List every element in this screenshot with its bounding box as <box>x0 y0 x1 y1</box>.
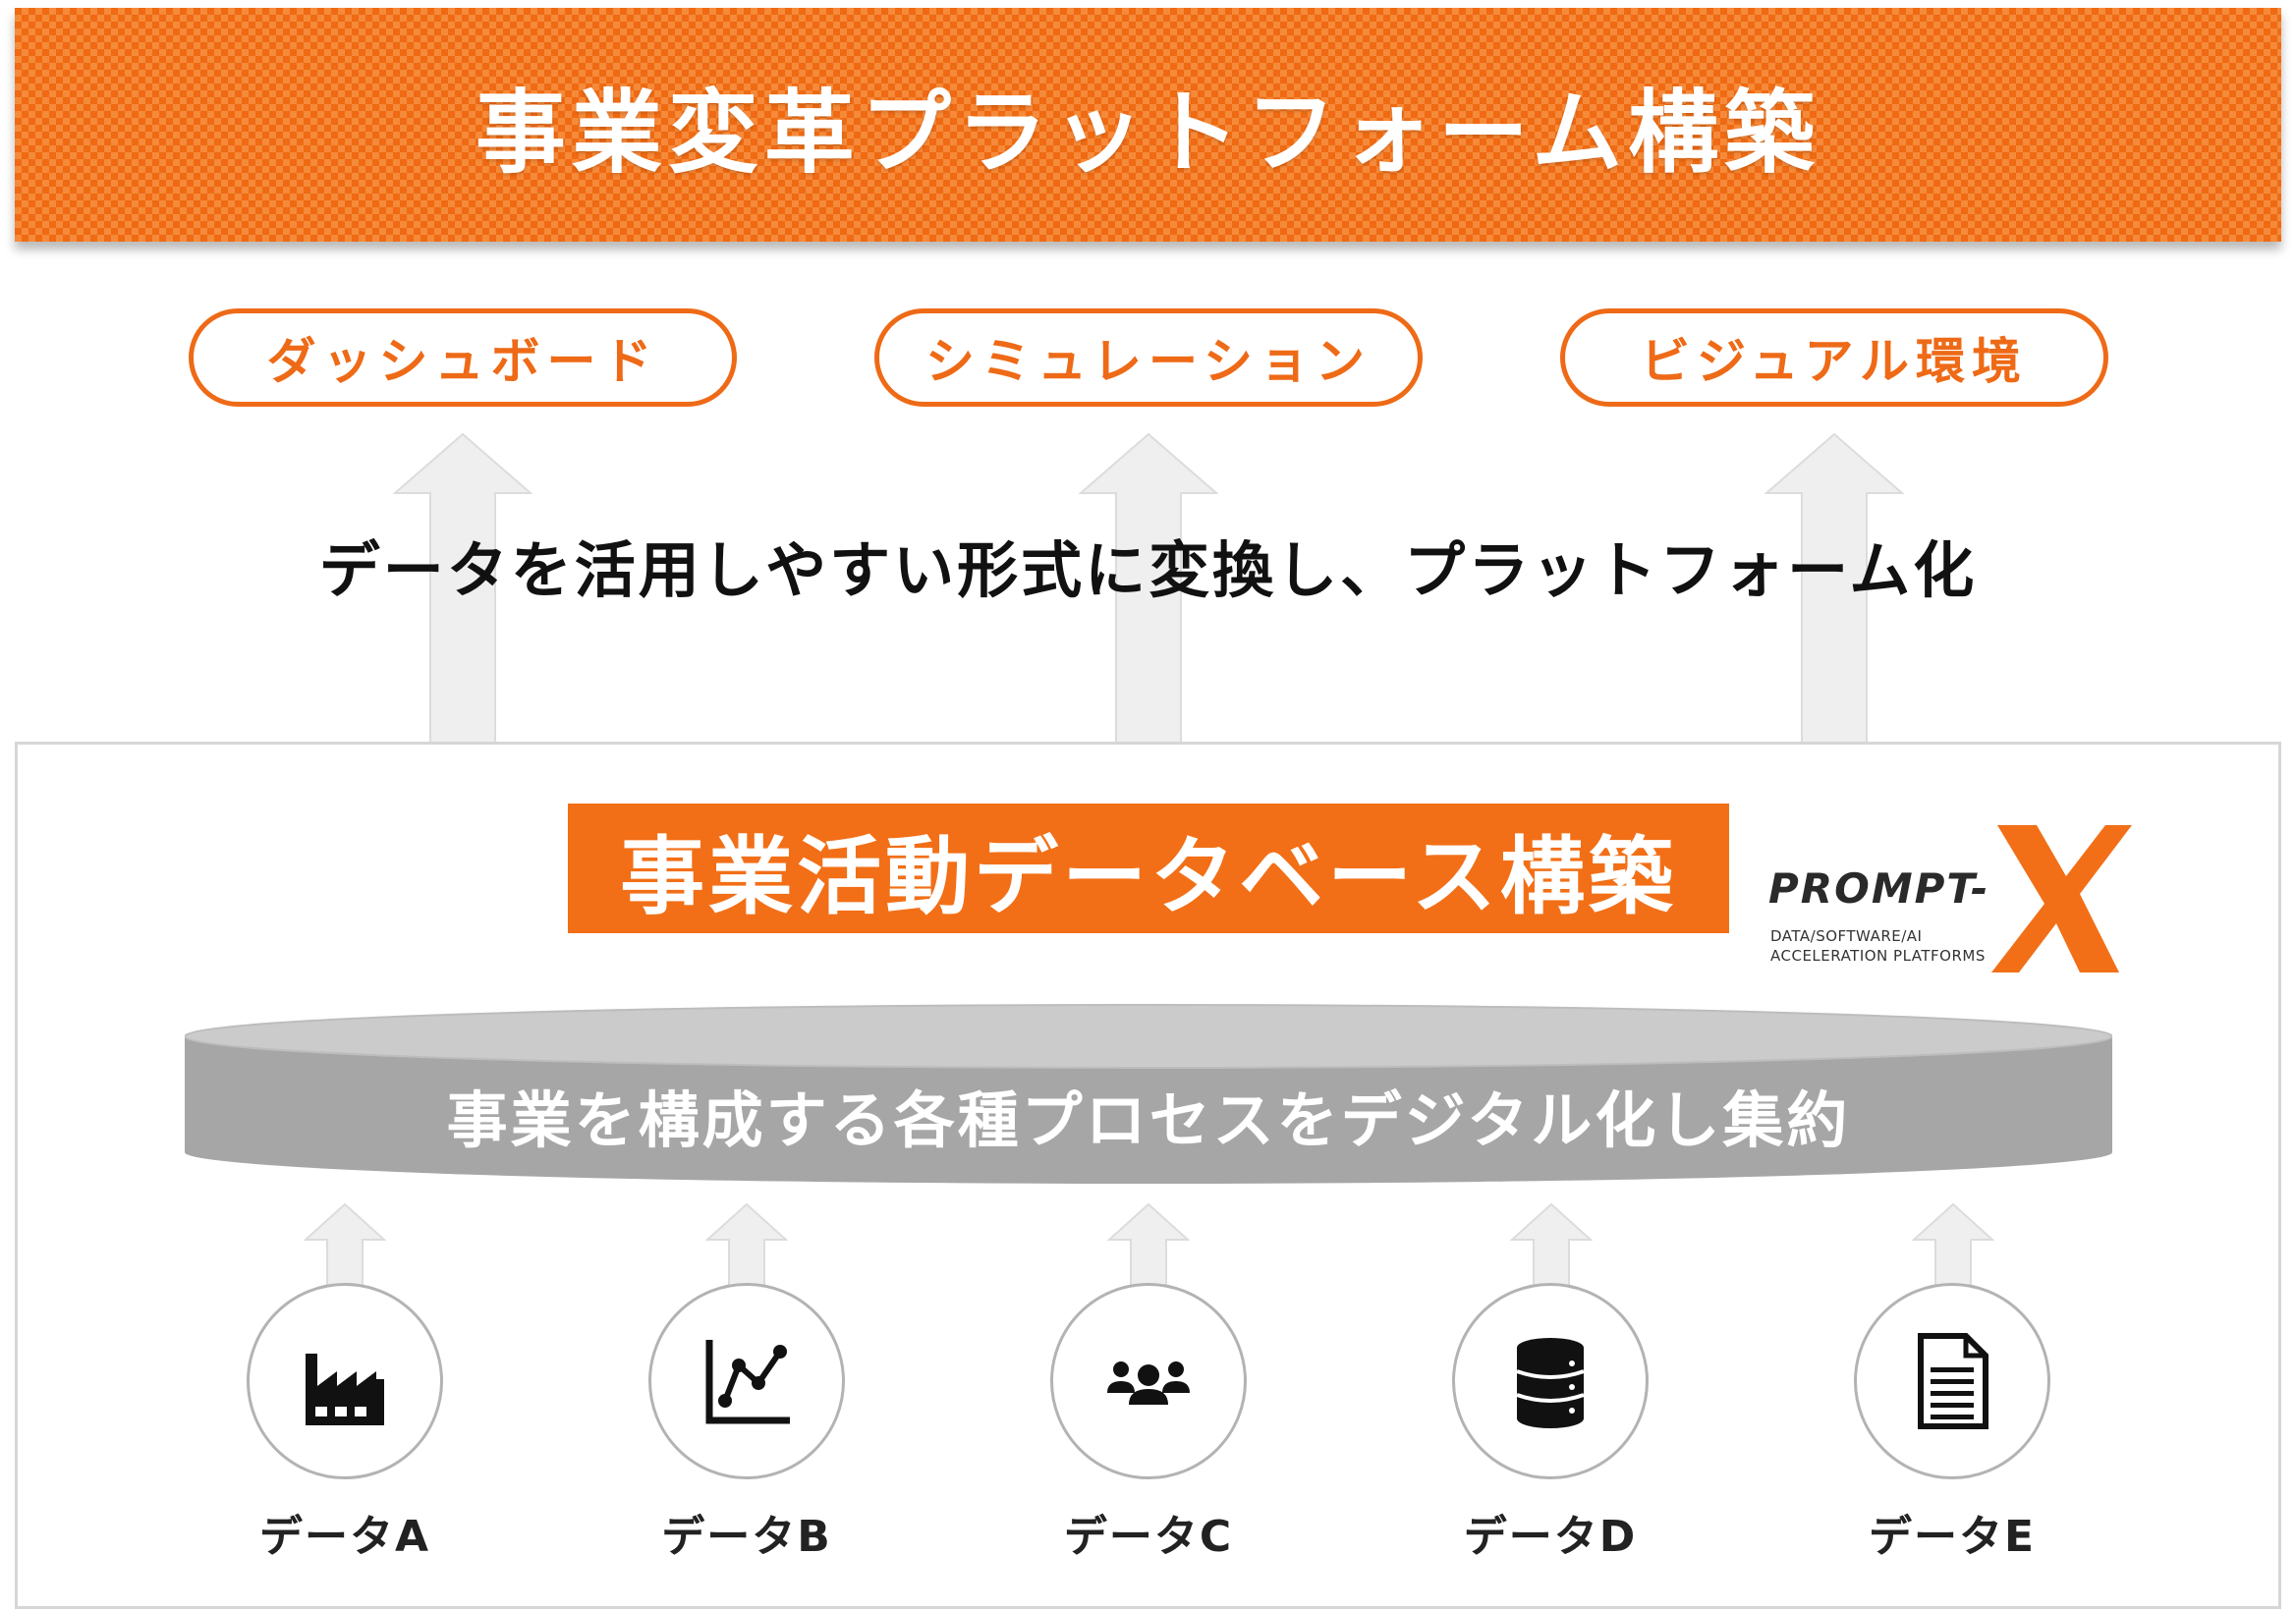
data-source-e <box>1854 1283 2050 1479</box>
database-icon <box>1516 1338 1585 1428</box>
feature-visual-environment: ビジュアル環境 <box>1560 308 2108 407</box>
banner-title: 事業変革プラットフォーム構築 <box>475 80 1821 186</box>
up-arrow-icon <box>705 1202 788 1291</box>
document-icon <box>1918 1333 1988 1429</box>
logo-name: PROMPT- <box>1768 864 1990 913</box>
data-label-d: データD <box>1463 1512 1638 1562</box>
logo-subtitle-line1: DATA/SOFTWARE/AI <box>1770 927 1923 945</box>
cylinder-caption: 事業を構成する各種プロセスをデジタル化し集約 <box>446 1084 1851 1156</box>
data-label-c: データC <box>1063 1512 1234 1562</box>
logo-subtitle-line2: ACCELERATION PLATFORMS <box>1770 947 1986 965</box>
prompt-x-logo: PROMPT- DATA/SOFTWARE/AI ACCELERATION PL… <box>1768 825 2132 972</box>
people-group-icon <box>1107 1361 1190 1405</box>
data-label-e: データE <box>1868 1512 2037 1562</box>
data-label-b: データB <box>661 1512 832 1562</box>
data-label-a: データA <box>258 1512 431 1562</box>
factory-icon <box>306 1354 384 1425</box>
logo-x-mark: X <box>1989 825 2132 972</box>
top-banner: 事業変革プラットフォーム構築 <box>15 8 2281 242</box>
up-arrow-icon <box>1764 432 1904 743</box>
up-arrow-icon <box>1912 1202 1994 1291</box>
data-source-c <box>1050 1283 1247 1479</box>
data-source-d <box>1452 1283 1649 1479</box>
line-chart-icon <box>705 1340 790 1424</box>
platform-caption: データを活用しやすい形式に変換し、プラットフォーム化 <box>318 534 1978 606</box>
database-cylinder <box>185 1004 2112 1184</box>
data-source-a <box>247 1283 443 1479</box>
up-arrow-icon <box>1510 1202 1593 1291</box>
up-arrow-icon <box>393 432 532 743</box>
database-title: 事業活動データベース構築 <box>568 804 1729 933</box>
data-source-b <box>648 1283 845 1479</box>
feature-dashboard: ダッシュボード <box>189 308 737 407</box>
up-arrow-icon <box>304 1202 386 1291</box>
up-arrow-icon <box>1079 432 1218 743</box>
up-arrow-icon <box>1107 1202 1190 1291</box>
svg-text:X: X <box>1989 825 1990 826</box>
feature-simulation: シミュレーション <box>874 308 1423 407</box>
